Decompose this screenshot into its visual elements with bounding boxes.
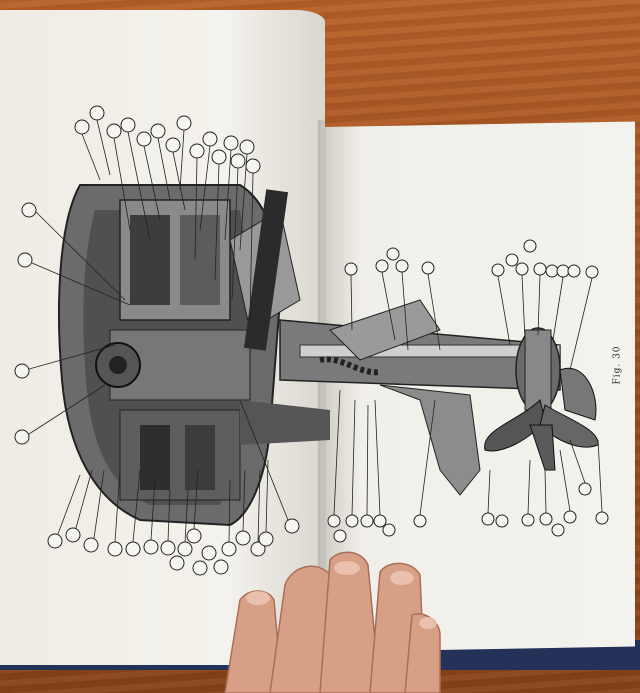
book-gutter — [318, 120, 328, 660]
callout-leader-lines — [28, 119, 603, 543]
engine-block — [58, 184, 301, 527]
drive-shaft-housing — [240, 299, 561, 496]
figure-label: Fig. 30 — [612, 345, 623, 385]
